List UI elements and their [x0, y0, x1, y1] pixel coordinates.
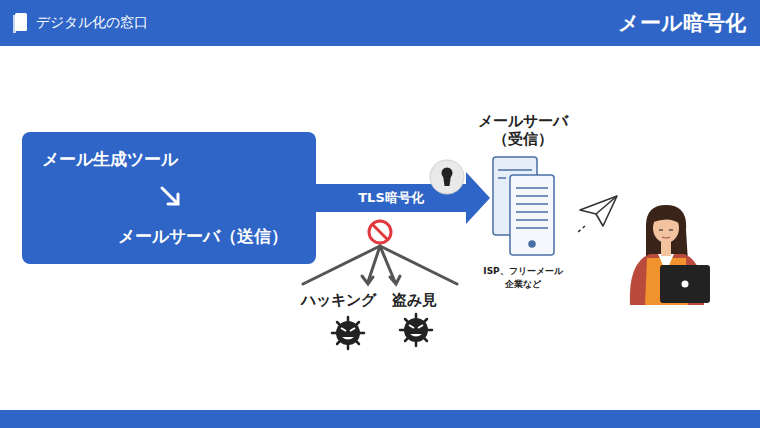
title-holder: メール暗号化	[618, 9, 746, 37]
label-holder: デジタル化の窓口	[36, 14, 148, 32]
logo-text: デジタル化の窓口	[36, 14, 148, 32]
page-title: メール暗号化	[618, 9, 746, 37]
footer-bar	[0, 410, 760, 428]
label-holder: ハッキング	[301, 291, 376, 310]
server-icon	[493, 157, 554, 255]
label-holder: 盗み見	[392, 291, 437, 310]
edge-label: TLS暗号化	[358, 189, 424, 207]
virus-icon	[400, 314, 432, 346]
text-holder: メールサーバ （受信）	[475, 112, 571, 150]
lock-icon	[430, 160, 464, 194]
box-heading: メール生成ツール	[42, 148, 178, 171]
threat-label: ハッキング	[301, 291, 376, 310]
text-holder: ISP、フリーメール 企業など	[470, 265, 576, 291]
paper-plane	[578, 196, 617, 232]
prohibition-sign	[369, 221, 391, 243]
edge-label-holder: TLS暗号化	[358, 189, 424, 207]
person-figure	[630, 205, 710, 305]
sender-box: メール生成ツールメールサーバ（送信）	[22, 132, 316, 264]
logo-icon	[13, 13, 27, 33]
threat-label: 盗み見	[392, 291, 437, 310]
box-text: メールサーバ（送信）	[118, 225, 288, 248]
server-note: ISP、フリーメール 企業など	[470, 265, 576, 291]
attack-lines	[303, 246, 457, 284]
virus-icon	[332, 317, 364, 349]
server-heading: メールサーバ （受信）	[475, 112, 571, 150]
